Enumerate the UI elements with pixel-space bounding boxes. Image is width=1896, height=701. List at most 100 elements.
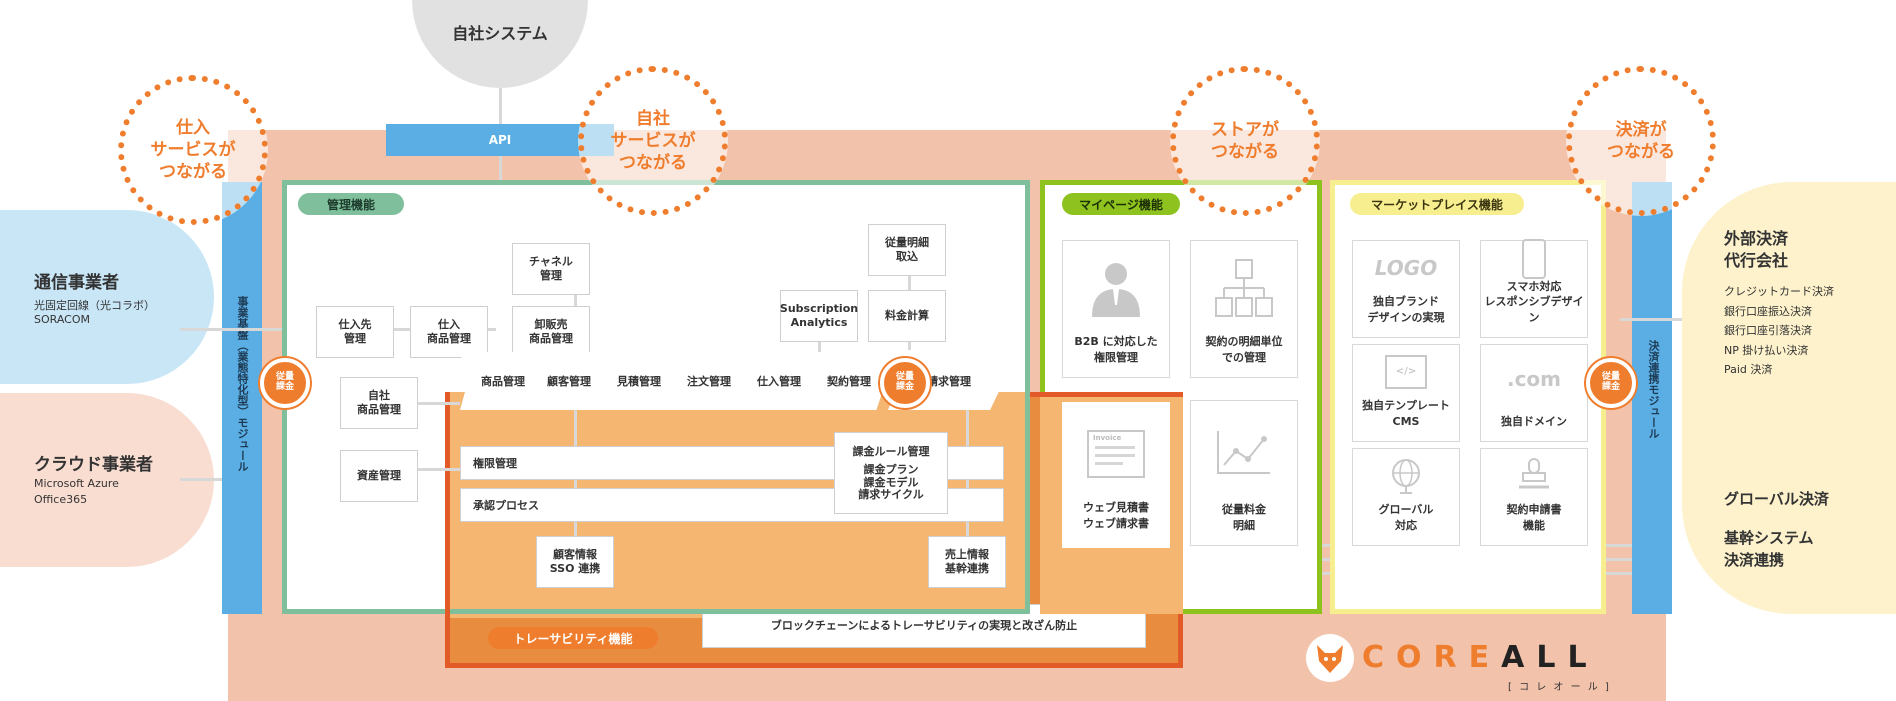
traceability-title: トレーサビリティ機能 [488, 627, 658, 649]
flow-contract[interactable]: 契約管理 [806, 352, 886, 410]
billing-rules-title: 課金ルール管理 [852, 445, 930, 458]
own-system: 自社システム [412, 0, 588, 88]
mypage-card-contract-detail[interactable]: 契約の明細単位 での管理 [1190, 240, 1298, 378]
asset-box[interactable]: 資産管理 [340, 450, 418, 502]
sales-link-box[interactable]: 売上情報 基幹連携 [928, 536, 1006, 588]
stamp-icon [1517, 449, 1551, 502]
connector [418, 402, 460, 405]
person-icon [1089, 241, 1143, 334]
management-inner-orange-border [445, 392, 450, 614]
channel-box[interactable]: チャネル 管理 [512, 243, 590, 295]
market-card-template[interactable]: </> 独自テンプレート CMS [1352, 344, 1460, 442]
api-bar: API [386, 124, 614, 156]
core-payment: 基幹システム 決済連携 [1724, 529, 1814, 569]
market-card-label: グローバル 対応 [1378, 503, 1434, 532]
subscription-box[interactable]: Subscription Analytics [780, 290, 858, 342]
domain-icon: .com [1507, 345, 1561, 414]
market-card-brand[interactable]: LOGO 独自ブランド デザインの実現 [1352, 240, 1460, 338]
flow-quote[interactable]: 見積管理 [596, 352, 676, 410]
bubble-own-service: 自社 サービスが つながる [578, 66, 728, 216]
market-card-label: 独自ブランド デザインの実現 [1367, 295, 1445, 324]
usage-badge-right: 従量 課金 [1586, 358, 1636, 408]
market-card-label: 独自ドメイン [1501, 414, 1567, 428]
invoice-icon: Invoice [1087, 407, 1145, 500]
coreall-kana: [ コ レ オ ー ル ] [1508, 682, 1611, 693]
cloud-blob [0, 393, 214, 567]
flow-purchase[interactable]: 仕入管理 [736, 352, 816, 410]
agency-item: Paid 決済 [1724, 363, 1773, 376]
market-card-global[interactable]: グローバル 対応 [1352, 448, 1460, 546]
connector [180, 328, 316, 331]
agency-title: 外部決済 代行会社 [1724, 229, 1789, 271]
supply-product-box[interactable]: 仕入 商品管理 [410, 306, 488, 358]
right-module-label: 決済連携モジュール [1647, 340, 1660, 439]
agency-item: NP 掛け払い決済 [1724, 343, 1809, 357]
code-window-icon: </> [1385, 345, 1427, 398]
telecom-line-1: 光固定回線（光コラボ） [34, 299, 155, 312]
globe-icon [1388, 449, 1424, 502]
mypage-card-label: 契約の明細単位 での管理 [1205, 335, 1283, 364]
global-payment: グローバル決済 [1724, 490, 1829, 508]
fox-logo-icon [1306, 634, 1354, 682]
cloud-line-1: Microsoft Azure [34, 477, 119, 490]
market-card-domain[interactable]: .com 独自ドメイン [1480, 344, 1588, 442]
mypage-card-label: B2B に対応した 権限管理 [1074, 335, 1158, 364]
code-icon-text: </> [1395, 365, 1417, 377]
market-card-application[interactable]: 契約申請書 機能 [1480, 448, 1588, 546]
api-label: API [488, 133, 512, 147]
left-module-bar [222, 182, 262, 614]
usage-detail-box[interactable]: 従量明細 取込 [868, 224, 946, 276]
telecom-line-2: SORACOM [34, 313, 90, 326]
mypage-card-permissions[interactable]: B2B に対応した 権限管理 [1062, 240, 1170, 378]
customer-sso-box[interactable]: 顧客情報 SSO 連携 [536, 536, 614, 588]
domain-icon-text: .com [1506, 367, 1562, 392]
bubble-store: ストアが つながる [1170, 66, 1320, 216]
cloud-line-2: Office365 [34, 493, 88, 506]
market-card-label: 独自テンプレート CMS [1362, 399, 1450, 428]
connector [1620, 318, 1682, 321]
coreall-logo: COREALL [ コ レ オ ー ル ] [1304, 628, 1634, 694]
mypage-card-usage-fee[interactable]: 従量料金 明細 [1190, 400, 1298, 546]
right-module-bar [1632, 182, 1672, 614]
telecom-blob [0, 210, 214, 384]
cloud-title: クラウド事業者 [34, 455, 153, 475]
agency-item: クレジットカード決済 [1724, 285, 1834, 298]
management-title: 管理機能 [298, 193, 404, 215]
market-card-responsive[interactable]: スマホ対応 レスポンシブデザイン [1480, 238, 1588, 338]
mypage-card-label: 従量料金 明細 [1222, 503, 1266, 532]
mypage-card-web-invoice[interactable]: Invoice ウェブ見積書 ウェブ請求書 [1062, 402, 1170, 548]
left-module-label: 事業基盤（業態特化型）モジュール [236, 296, 249, 472]
usage-badge-left: 従量 課金 [260, 358, 310, 408]
flow-product[interactable]: 商品管理 [460, 352, 540, 410]
connector [180, 478, 222, 481]
own-system-label: 自社システム [452, 24, 548, 43]
market-card-label: 契約申請書 機能 [1506, 503, 1562, 532]
billing-rules-box[interactable]: 課金ルール管理 課金プラン 課金モデル 請求サイクル [834, 432, 948, 514]
usage-badge-billing: 従量 課金 [880, 358, 930, 408]
mypage-card-label: ウェブ見積書 ウェブ請求書 [1083, 501, 1149, 530]
supplier-mgmt-box[interactable]: 仕入先 管理 [316, 306, 394, 358]
fee-calc-box[interactable]: 料金計算 [868, 290, 946, 342]
connector [818, 340, 821, 360]
telecom-title: 通信事業者 [34, 273, 119, 293]
billing-rules-sub: 課金プラン 課金モデル 請求サイクル [858, 463, 924, 502]
bubble-supplier: 仕入 サービスが つながる [118, 75, 268, 225]
bubble-payment: 決済が つながる [1566, 66, 1716, 216]
mypage-title: マイページ機能 [1062, 193, 1180, 215]
smartphone-icon [1522, 238, 1546, 279]
agency-item: 銀行口座振込決済 [1724, 304, 1812, 318]
wholesale-box[interactable]: 卸販売 商品管理 [512, 306, 590, 358]
flow-order[interactable]: 注文管理 [666, 352, 746, 410]
document-tree-icon [1214, 241, 1274, 334]
line-chart-icon [1216, 401, 1272, 502]
own-product-box[interactable]: 自社 商品管理 [340, 377, 418, 429]
payment-blob [1682, 182, 1896, 614]
agency-list: クレジットカード決済 銀行口座振込決済 銀行口座引落決済 NP 掛け払い決済 P… [1724, 282, 1834, 380]
connector [418, 468, 460, 471]
marketplace-title: マーケットプレイス機能 [1350, 193, 1524, 215]
invoice-icon-text: Invoice [1093, 433, 1122, 442]
market-card-label: スマホ対応 レスポンシブデザイン [1484, 279, 1584, 324]
logo-icon: LOGO [1375, 241, 1437, 294]
coreall-wordmark: COREALL [1362, 640, 1599, 675]
flow-customer[interactable]: 顧客管理 [526, 352, 606, 410]
